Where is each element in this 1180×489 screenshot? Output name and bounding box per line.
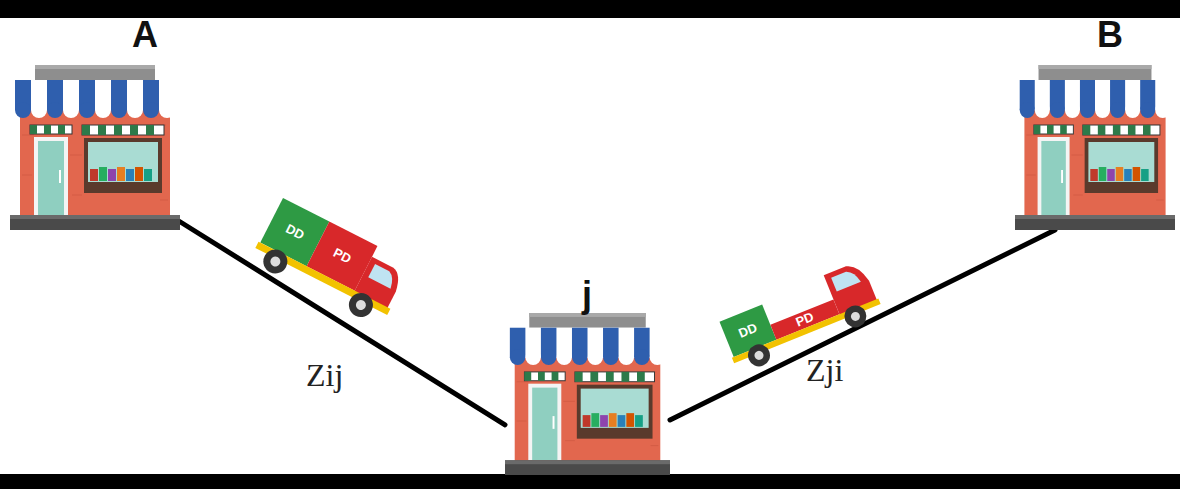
shop-icon [1015,65,1175,230]
road-line [180,222,505,425]
shop-node: A [10,65,180,230]
distance-label: Zji [806,352,843,388]
shop-icon [10,65,180,230]
truck-illustration [249,197,414,328]
road-line [670,230,1055,420]
shop-node: j [505,313,670,475]
top-bar [0,0,1180,18]
shop-label: j [557,275,617,315]
distance-label: Zij [306,357,343,393]
shop-icon [505,313,670,475]
bottom-bar [0,474,1180,489]
truck-illustration [716,260,885,376]
shop-label: B [1080,15,1140,55]
shop-label: A [115,15,175,55]
shop-node: B [1015,65,1175,230]
